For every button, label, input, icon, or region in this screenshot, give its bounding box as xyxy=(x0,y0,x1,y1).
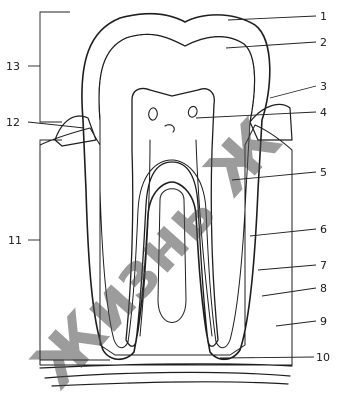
label-6-text: 6 xyxy=(320,223,327,236)
label-10-text: 10 xyxy=(316,351,330,364)
label-8: 8 xyxy=(262,282,327,296)
label-13-text: 13 xyxy=(6,60,20,73)
label-3-text: 3 xyxy=(320,80,327,93)
label-10: 10 xyxy=(220,351,330,364)
label-12-text: 12 xyxy=(6,116,20,129)
label-1: 1 xyxy=(228,10,327,23)
label-7-text: 7 xyxy=(320,259,327,272)
label-4: 4 xyxy=(196,106,327,119)
label-9: 9 xyxy=(276,315,327,328)
bracket-13: 13 xyxy=(6,12,70,122)
label-3: 3 xyxy=(270,80,327,98)
label-1-text: 1 xyxy=(320,10,327,23)
label-5-text: 5 xyxy=(320,166,327,179)
label-4-text: 4 xyxy=(320,106,327,119)
label-6: 6 xyxy=(250,223,327,236)
label-11-text: 11 xyxy=(8,234,22,247)
label-9-text: 9 xyxy=(320,315,327,328)
label-8-text: 8 xyxy=(320,282,327,295)
label-2-text: 2 xyxy=(320,36,327,49)
